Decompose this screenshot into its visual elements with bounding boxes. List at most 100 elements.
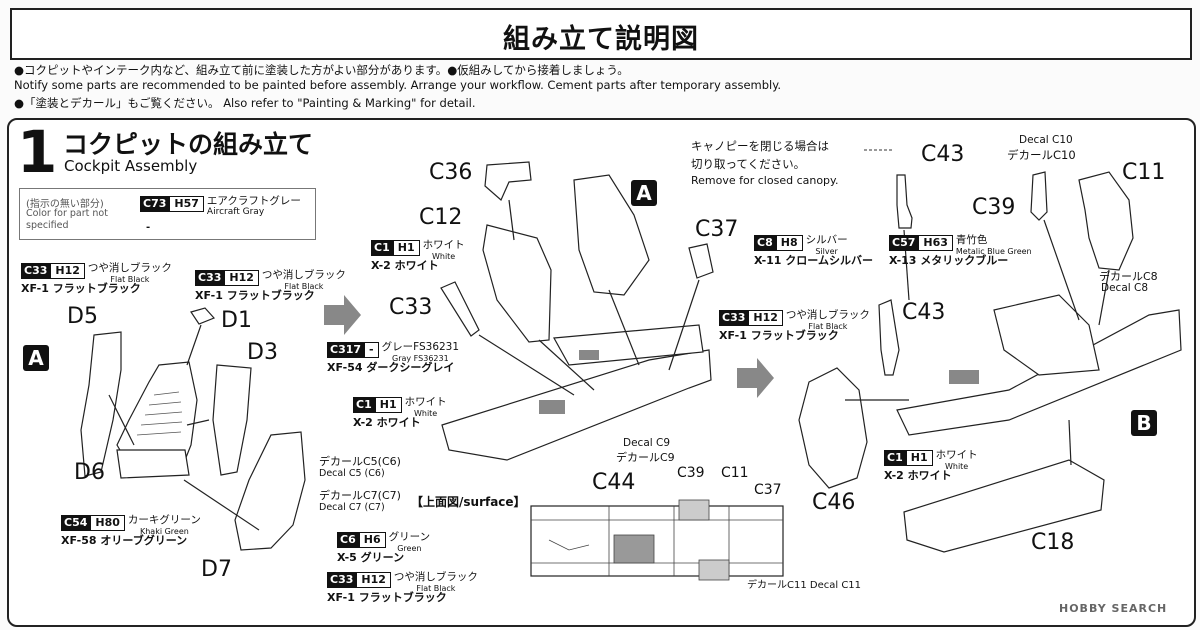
legend-c-code: C73 [140,196,170,212]
canopy-note-jp1: キャノピーを閉じる場合は [691,139,829,153]
paint-xf: X-2 ホワイト [353,416,421,429]
label-c44: C44 [592,470,636,495]
part-c36-shape [484,161,532,201]
decal-c11-note: デカールC11 Decal C11 [747,580,862,591]
paint-c-code: C1 [884,450,906,466]
part-c18-shape [903,459,1105,553]
legend-name-jp: エアクラフトグレー [206,195,301,207]
label-c46: C46 [812,490,856,515]
step-panel: 1 コクピットの組み立て Cockpit Assembly (指示の無い部分) … [7,118,1196,627]
paint-xf: X-2 ホワイト [371,259,439,272]
paint-c-code: C1 [353,397,375,413]
paint-xf: XF-58 オリーブグリーン [61,534,188,547]
paint-h-code: H80 [90,515,125,531]
paint-h-code: H12 [356,572,391,588]
legend-line2: Color for part not [26,208,108,219]
legend-h-code: H57 [169,196,204,212]
marker-a-top: A [631,180,657,206]
canopy-note-jp2: 切り取ってください。 [691,157,806,171]
paint-c-code: C33 [719,310,749,326]
label-c36: C36 [429,160,473,185]
paint-h-code: H12 [50,263,85,279]
decal-c9-en: Decal C9 [623,437,671,449]
paint-h-code: H1 [905,450,933,466]
marker-b: B [1131,410,1157,436]
label-c12: C12 [419,205,463,230]
paint-c-code: C8 [754,235,776,251]
label-c37: C37 [695,217,739,242]
paint-c-code: C54 [61,515,91,531]
label-c39-surface: C39 [677,465,705,481]
intro-jp: ●コクピットやインテーク内など、組み立て前に塗装した方がよい部分があります。●仮… [14,63,629,77]
paint-name-en: White [431,252,456,261]
label-c33: C33 [389,295,433,320]
title-box: 組み立て説明図 [10,8,1192,60]
part-d6-shape [116,449,190,479]
paint-name-jp: つや消しブラック [785,309,870,321]
paint-c-code: C33 [327,572,357,588]
paint-name-en: Flat Black [110,275,150,284]
label-c39: C39 [972,195,1016,220]
legend-dash: - [146,222,151,233]
part-d5-shape [80,331,122,477]
paint-name-en: Silver [815,247,838,256]
paint-xf: XF-1 フラットブラック [195,289,315,302]
part-c33-shape [440,281,480,337]
label-d1: D1 [221,308,252,333]
paint-c-code: C317 [327,342,365,358]
part-d3-shape [212,364,252,476]
part-d7-shape [234,431,306,551]
marker-a-left: A [23,345,49,371]
paint-xf: X-11 クロームシルバー [754,254,873,267]
paint-name-jp: ホワイト [404,396,447,408]
paint-name-jp: シルバー [805,234,848,246]
paint-name-en: Green [397,544,422,553]
surface-view-shape [530,505,784,577]
part-c39-shape [1030,171,1048,221]
decal-c7-en: Decal C7 (C7) [319,502,385,513]
paint-name-jp: つや消しブラック [393,571,478,583]
paint-c-code: C57 [889,235,919,251]
watermark: HOBBY SEARCH [1059,602,1168,615]
paint-name-en: Flat Black [808,322,848,331]
part-c43-mid-shape [878,299,900,376]
step-arrow-1 [324,295,361,335]
paint-xf: XF-1 フラットブラック [719,329,839,342]
paint-xf: X-5 グリーン [337,551,405,564]
step-title-jp: コクピットの組み立て [63,130,314,159]
surface-view-label: 【上面図/surface】 [411,495,526,509]
paint-h-code: H6 [358,532,386,548]
paint-name-jp: グリーン [388,531,431,543]
part-c12-shape [482,224,552,343]
cockpit-tub-left-shape [441,349,712,461]
legend-line1: (指示の無い部分) [26,199,104,210]
decal-c10-jp: デカールC10 [1007,148,1076,162]
paint-name-en: Metalic Blue Green [955,247,1032,256]
paint-h-code: - [364,342,379,358]
step-title-en: Cockpit Assembly [64,157,198,175]
paint-name-en: White [944,462,969,471]
step-number: 1 [17,118,58,186]
label-d5: D5 [67,304,98,329]
label-c11: C11 [1122,160,1166,185]
decal-c7-jp: デカールC7(C7) [319,489,401,502]
paint-h-code: H12 [748,310,783,326]
paint-xf: XF-54 ダークシーグレイ [327,361,455,374]
part-d1-shape [190,307,216,325]
paint-h-code: H1 [392,240,420,256]
label-d3: D3 [247,340,278,365]
decal-c9-jp: デカールC9 [616,451,675,464]
label-c43-mid: C43 [902,300,946,325]
paint-name-jp: カーキグリーン [127,514,201,526]
label-d6: D6 [74,460,105,485]
label-c11-surface: C11 [721,465,749,481]
legend-name-en: Aircraft Gray [206,207,265,217]
